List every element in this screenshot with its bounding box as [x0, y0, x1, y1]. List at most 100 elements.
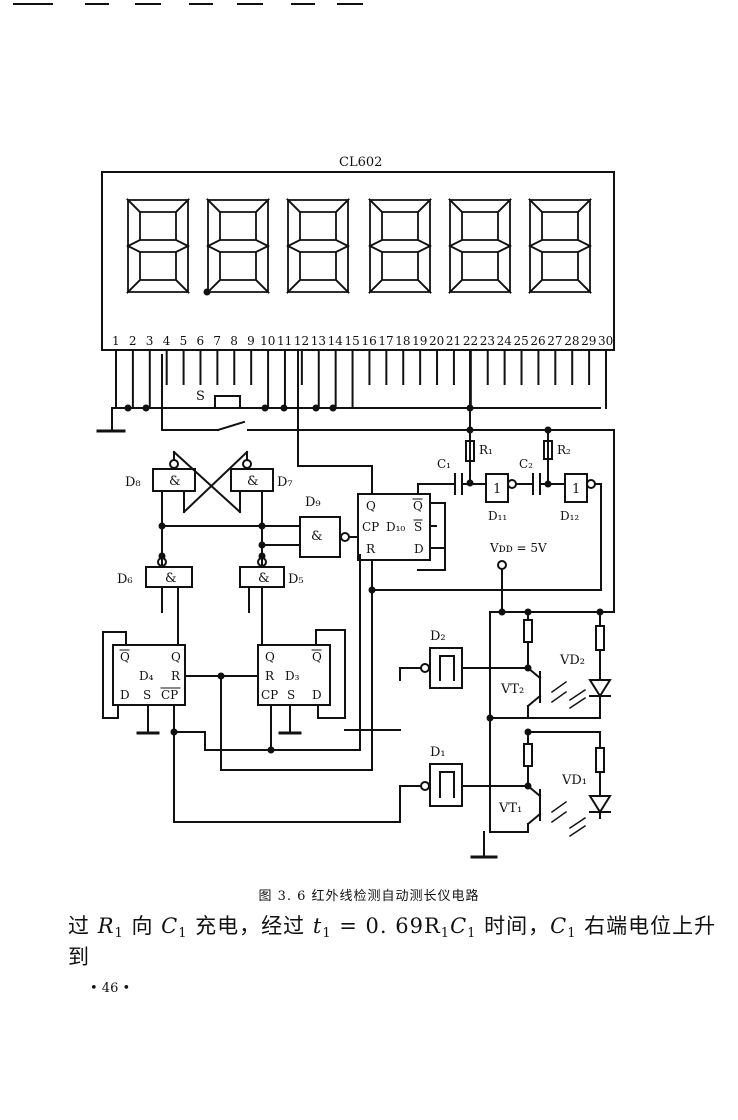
text-span: 过 [68, 914, 98, 938]
svg-text:D₄: D₄ [139, 669, 154, 683]
pin-number: 15 [345, 334, 360, 348]
seven-segment-digit [527, 197, 593, 295]
svg-text:D₈: D₈ [125, 475, 141, 490]
symbol-c: C [550, 914, 568, 938]
svg-text:C₁: C₁ [437, 457, 451, 471]
flip-flop-d10: Q Q CP D₁₀ S R D [297, 349, 456, 771]
svg-text:D₉: D₉ [305, 495, 321, 510]
pin-number: 25 [514, 334, 529, 348]
segment [285, 279, 351, 293]
gate-d6: & D₆ [117, 557, 193, 646]
segment [125, 279, 191, 293]
pin-number: 12 [294, 334, 309, 348]
subscript: 1 [114, 926, 124, 941]
svg-text:S: S [414, 520, 422, 534]
pin-number: 3 [146, 334, 154, 348]
symbol-c: C [161, 914, 179, 938]
svg-text:Q: Q [312, 650, 322, 664]
pin-number: 26 [530, 334, 545, 348]
svg-text:R: R [171, 669, 181, 683]
svg-text:D₇: D₇ [277, 475, 293, 490]
svg-text:S: S [287, 688, 295, 702]
svg-text:D₁₂: D₁₂ [560, 509, 579, 523]
svg-text:S: S [143, 688, 151, 702]
symbol-t: t [312, 914, 323, 938]
pin-number: 19 [412, 334, 427, 348]
segment [175, 197, 189, 248]
text-span: 向 [123, 914, 162, 938]
pin-number: 9 [247, 334, 255, 348]
segment [205, 279, 271, 293]
svg-text:D₆: D₆ [117, 572, 133, 587]
pin-number: 18 [395, 334, 410, 348]
figure-caption: 图 3. 6 红外线检测自动测长仪电路 [258, 889, 480, 904]
latch-wiring [158, 450, 301, 568]
gate-d9: & D₉ [299, 495, 359, 558]
symbol-r: R [97, 914, 115, 938]
pin-number: 11 [277, 334, 292, 348]
svg-text:D: D [120, 688, 130, 702]
svg-text:D₁₁: D₁₁ [488, 509, 507, 523]
oscillator: R₁ C₁ 1 D₁₁ C₂ R₂ 1 D₁₂ [368, 349, 615, 613]
subscript: 1 [322, 926, 332, 941]
svg-text:CP: CP [161, 688, 178, 702]
svg-text:&: & [258, 571, 270, 586]
svg-text:Q: Q [171, 650, 181, 664]
segment [497, 197, 511, 248]
pin-number: 4 [163, 334, 171, 348]
segment [449, 197, 463, 248]
resistor-vt1-load [523, 743, 533, 767]
svg-text:&: & [165, 571, 177, 586]
svg-text:D₁: D₁ [430, 745, 446, 760]
decimal-point [203, 288, 211, 296]
text-span: 右端电位上升到 [68, 914, 717, 969]
body-text-line: 过 R1 向 C1 充电，经过 t1 = 0. 69R1C1 时间，C1 右端电… [68, 910, 738, 971]
svg-text:D₅: D₅ [288, 572, 304, 587]
resistor-vt2-load [523, 619, 533, 643]
segment [127, 197, 141, 248]
vdd-supply: Vᴅᴅ = 5V [489, 541, 615, 833]
lower-wiring [170, 554, 421, 823]
svg-text:CP: CP [362, 520, 379, 534]
pin-number: 24 [497, 334, 513, 348]
inverter-d11 [485, 473, 509, 503]
segment [255, 197, 269, 248]
switch-s: S [161, 354, 615, 432]
svg-text:VT₂: VT₂ [500, 682, 524, 697]
pin-number: 6 [196, 334, 204, 348]
pin-number: 16 [361, 334, 376, 348]
subscript: 1 [567, 926, 577, 941]
pin-number: 13 [311, 334, 326, 348]
svg-text:&: & [311, 529, 323, 544]
schmitt-d1: D₁ [420, 745, 532, 807]
pin-number: 30 [598, 334, 613, 348]
pin-number: 10 [260, 334, 275, 348]
pin-number: 5 [180, 334, 188, 348]
segment [287, 197, 301, 248]
svg-text:Q: Q [120, 650, 130, 664]
segment [417, 197, 431, 248]
subscript: 1 [440, 926, 451, 941]
segment [577, 197, 591, 248]
symbol-c: C [450, 914, 468, 938]
text-span: = 0. 69R [331, 914, 441, 938]
flip-flop-d4: Q Q D₄ R D S CP [102, 631, 259, 771]
gate-d8: & D₈ [125, 459, 196, 492]
segment [447, 279, 513, 293]
resistor-r2 [543, 440, 553, 460]
svg-text:C₂: C₂ [519, 457, 533, 471]
svg-text:R: R [366, 542, 376, 556]
pin-number: 27 [547, 334, 562, 348]
transistor-vt1: VT₁ [498, 728, 601, 833]
page-number: • 46 • [90, 981, 131, 996]
svg-text:D₂: D₂ [430, 629, 446, 644]
svg-text:R: R [265, 669, 275, 683]
flip-flop-d3: Q Q R D₃ CP S D [257, 629, 346, 754]
common-bus [96, 404, 601, 433]
svg-text:D: D [414, 542, 424, 556]
segment [369, 197, 383, 248]
svg-text:1: 1 [572, 482, 580, 497]
pin-number: 8 [230, 334, 238, 348]
svg-text:R₁: R₁ [479, 443, 493, 457]
